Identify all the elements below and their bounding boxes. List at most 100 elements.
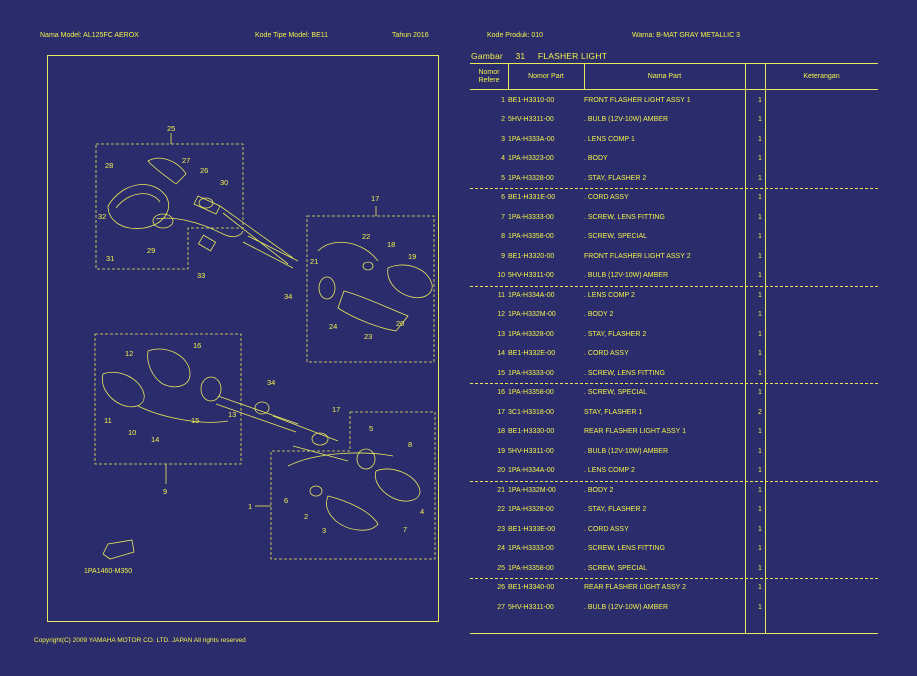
part-name: . BODY 2 bbox=[584, 486, 614, 494]
callout: 23 bbox=[364, 332, 372, 341]
part-number: 1PA-H3328-00 bbox=[508, 174, 554, 182]
part-name: . SCREW, LENS FITTING bbox=[584, 545, 665, 552]
group-separator bbox=[470, 285, 878, 287]
col-divider bbox=[508, 63, 509, 90]
callout: 17 bbox=[332, 405, 340, 414]
ref-number: 21 bbox=[497, 486, 505, 494]
part-number: 1PA-H332M-00 bbox=[508, 311, 556, 318]
callout: 33 bbox=[197, 271, 205, 280]
quantity: 1 bbox=[758, 174, 762, 182]
quantity: 1 bbox=[758, 330, 762, 338]
callout: 34 bbox=[267, 378, 275, 387]
ref-number: 13 bbox=[497, 330, 505, 338]
callout: 6 bbox=[284, 496, 288, 505]
group-separator bbox=[470, 383, 878, 384]
quantity: 1 bbox=[758, 291, 762, 299]
part-number: 1PA-H3333-00 bbox=[508, 213, 554, 221]
callout: 26 bbox=[200, 166, 208, 175]
part-name: . CORD ASSY bbox=[584, 194, 629, 201]
part-name: . BULB (12V-10W) AMBER bbox=[584, 447, 669, 455]
callout: 9 bbox=[163, 487, 167, 496]
part-name: . LENS COMP 2 bbox=[584, 467, 635, 474]
ref-number: 27 bbox=[497, 603, 505, 611]
ref-number: 17 bbox=[497, 408, 505, 416]
col-part-no-header: Nomor Part bbox=[528, 73, 564, 80]
ref-number: 23 bbox=[497, 525, 505, 533]
part-number: BE1-H333E-00 bbox=[508, 525, 556, 533]
part-name: FRONT FLASHER LIGHT ASSY 2 bbox=[584, 252, 691, 260]
copyright: Copyright(C) 2009 YAMAHA MOTOR CO. LTD. … bbox=[34, 637, 246, 644]
part-name: . STAY, FLASHER 2 bbox=[584, 330, 647, 338]
part-number: 5HV-H3311-00 bbox=[508, 447, 554, 455]
part-name: . STAY, FLASHER 2 bbox=[584, 174, 647, 182]
part-number: BE1-H332E-00 bbox=[508, 350, 556, 357]
ref-number: 6 bbox=[501, 194, 505, 201]
callout: 1 bbox=[248, 502, 252, 511]
callout: 18 bbox=[387, 240, 395, 249]
part-name: REAR FLASHER LIGHT ASSY 1 bbox=[584, 428, 687, 435]
quantity: 1 bbox=[758, 155, 762, 162]
part-number: BE1-H3310-00 bbox=[508, 96, 555, 104]
callout: 19 bbox=[408, 252, 416, 261]
ref-number: 2 bbox=[501, 116, 505, 123]
part-name: . SCREW, SPECIAL bbox=[584, 233, 648, 240]
ref-number: 26 bbox=[497, 584, 505, 591]
ref-number: 25 bbox=[497, 564, 505, 572]
callout: 13 bbox=[228, 410, 236, 419]
diagram-ref-code: 1PA1460-M350 bbox=[84, 568, 132, 575]
callout: 28 bbox=[105, 161, 113, 170]
callout: 5 bbox=[369, 424, 373, 433]
part-name: . CORD ASSY bbox=[584, 350, 629, 357]
quantity: 1 bbox=[758, 116, 762, 123]
quantity: 1 bbox=[758, 525, 762, 533]
ref-number: 14 bbox=[497, 350, 505, 357]
part-number: 1PA-H334A-00 bbox=[508, 467, 555, 474]
ref-number: 18 bbox=[497, 428, 505, 435]
callout: 16 bbox=[193, 341, 201, 350]
part-number: 3C1-H3318-00 bbox=[508, 408, 554, 416]
quantity: 1 bbox=[758, 350, 762, 357]
exploded-diagram: 25 28 27 26 30 32 31 29 33 34 17 22 18 2… bbox=[47, 55, 439, 622]
part-number: 1PA-H332M-00 bbox=[508, 486, 556, 494]
year: Tahun 2016 bbox=[392, 32, 429, 39]
front-lamp-9 bbox=[101, 348, 339, 442]
part-number: BE1-H3340-00 bbox=[508, 584, 555, 591]
callout: 14 bbox=[151, 435, 159, 444]
part-number: 1PA-H3328-00 bbox=[508, 330, 554, 338]
callout: 29 bbox=[147, 246, 155, 255]
col-divider bbox=[584, 63, 585, 90]
color-name: Warna: B-MAT GRAY METALLIC 3 bbox=[632, 32, 741, 39]
part-name: . BODY 2 bbox=[584, 311, 614, 318]
part-number: 1PA-H3358-00 bbox=[508, 233, 554, 240]
part-number: 1PA-H3333-00 bbox=[508, 545, 554, 552]
table-header: Nomor Refere Nomor Part Nama Part Ketera… bbox=[470, 63, 878, 90]
callout: 11 bbox=[104, 416, 112, 425]
callout: 12 bbox=[125, 349, 133, 358]
callout: 32 bbox=[98, 212, 106, 221]
part-number: 5HV-H3311-00 bbox=[508, 603, 554, 611]
part-number: 1PA-H3333-00 bbox=[508, 369, 554, 377]
part-name: . BULB (12V-10W) AMBER bbox=[584, 603, 669, 611]
part-number: BE1-H3330-00 bbox=[508, 428, 555, 435]
callout: 8 bbox=[408, 440, 412, 449]
ref-number: 24 bbox=[497, 545, 505, 552]
col-divider bbox=[765, 63, 766, 634]
quantity: 1 bbox=[758, 369, 762, 377]
product-code: Kode Produk: 010 bbox=[487, 32, 544, 39]
group-separator bbox=[470, 480, 878, 482]
model-name: Nama Model: AL125FC AEROX bbox=[40, 32, 139, 39]
callout-labels: 25 28 27 26 30 32 31 29 33 34 17 22 18 2… bbox=[84, 124, 424, 575]
